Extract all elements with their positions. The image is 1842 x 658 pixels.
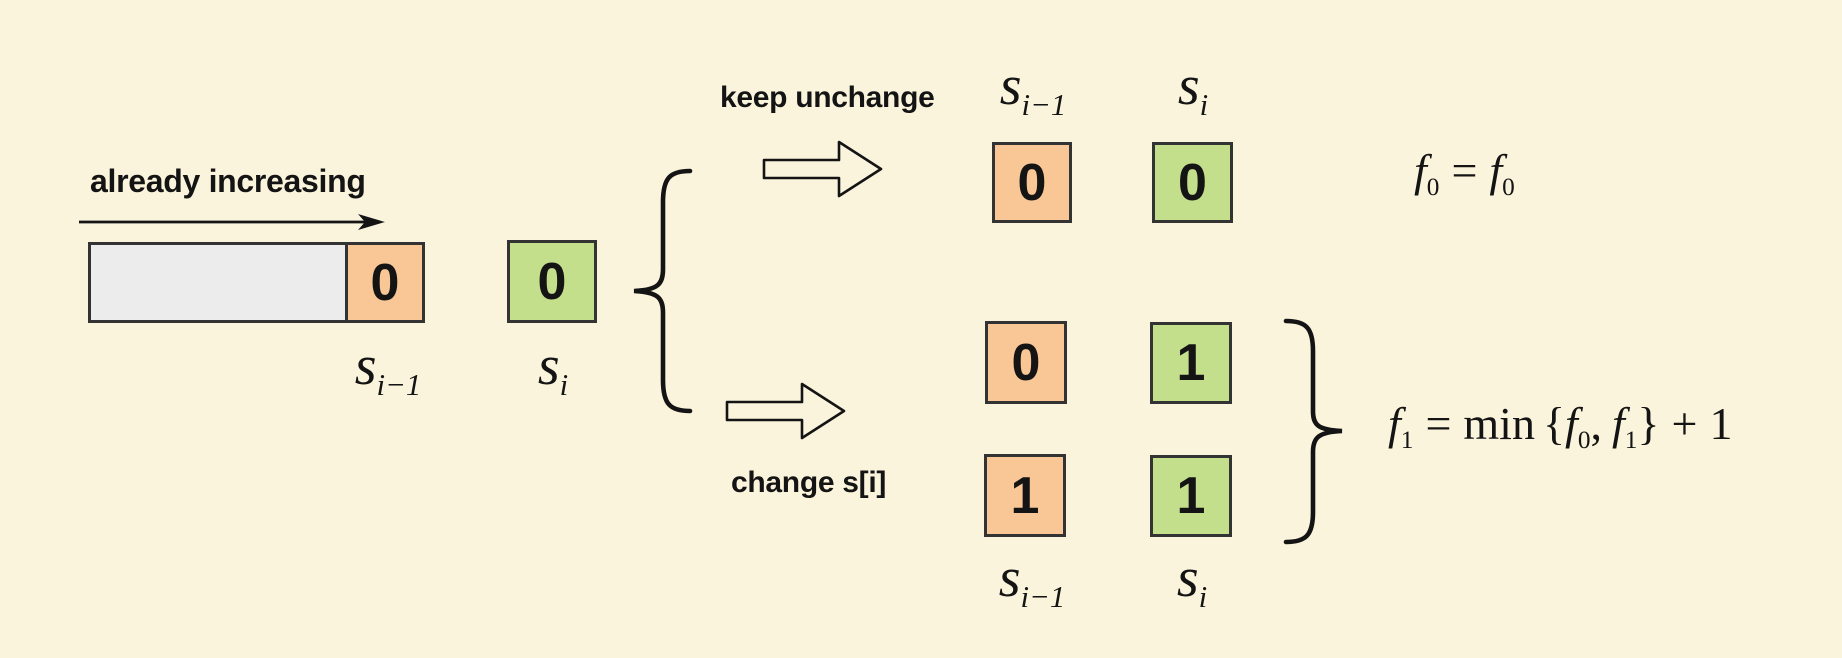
- change-footer-s-prev: si−1: [998, 547, 1066, 614]
- keep-arrow-icon: [762, 140, 883, 198]
- prefix-bar: [88, 242, 348, 323]
- change-row1-prev-value: 1: [1010, 466, 1040, 525]
- change-footer-s-current: si: [1176, 547, 1208, 614]
- change-equation: f1=min{f0,f1}+1: [1388, 398, 1733, 454]
- keep-unchange-label: keep unchange: [720, 81, 935, 114]
- prev-char-value: 0: [370, 253, 400, 312]
- change-cell-row1-cur: 1: [1150, 455, 1232, 537]
- change-cell-row0-prev: 0: [985, 321, 1067, 404]
- keep-cur-value: 0: [1178, 153, 1207, 212]
- current-char-value: 0: [537, 252, 567, 311]
- current-char-cell: 0: [507, 240, 597, 323]
- close-brace-icon: [1283, 318, 1343, 545]
- keep-prev-value: 0: [1017, 153, 1047, 212]
- change-label: change s[i]: [731, 466, 887, 499]
- change-row1-cur-value: 1: [1176, 467, 1206, 525]
- change-arrow-icon: [725, 382, 846, 440]
- change-row0-cur-value: 1: [1176, 334, 1206, 392]
- already-increasing-label: already increasing: [90, 163, 366, 199]
- keep-prev-cell: 0: [992, 142, 1072, 223]
- s-current-label: si: [537, 335, 569, 402]
- keep-cur-cell: 0: [1152, 142, 1233, 223]
- open-brace-icon: [633, 168, 693, 414]
- keep-equation: f0=f0: [1414, 145, 1515, 201]
- prev-char-cell: 0: [345, 242, 425, 323]
- keep-header-s-prev: si−1: [999, 55, 1067, 122]
- change-row0-prev-value: 0: [1011, 333, 1041, 392]
- change-cell-row0-cur: 1: [1150, 322, 1232, 404]
- keep-header-s-current: si: [1177, 55, 1209, 122]
- already-increasing-arrow-icon: [79, 214, 385, 230]
- s-prev-label: si−1: [354, 335, 422, 402]
- change-cell-row1-prev: 1: [984, 454, 1066, 537]
